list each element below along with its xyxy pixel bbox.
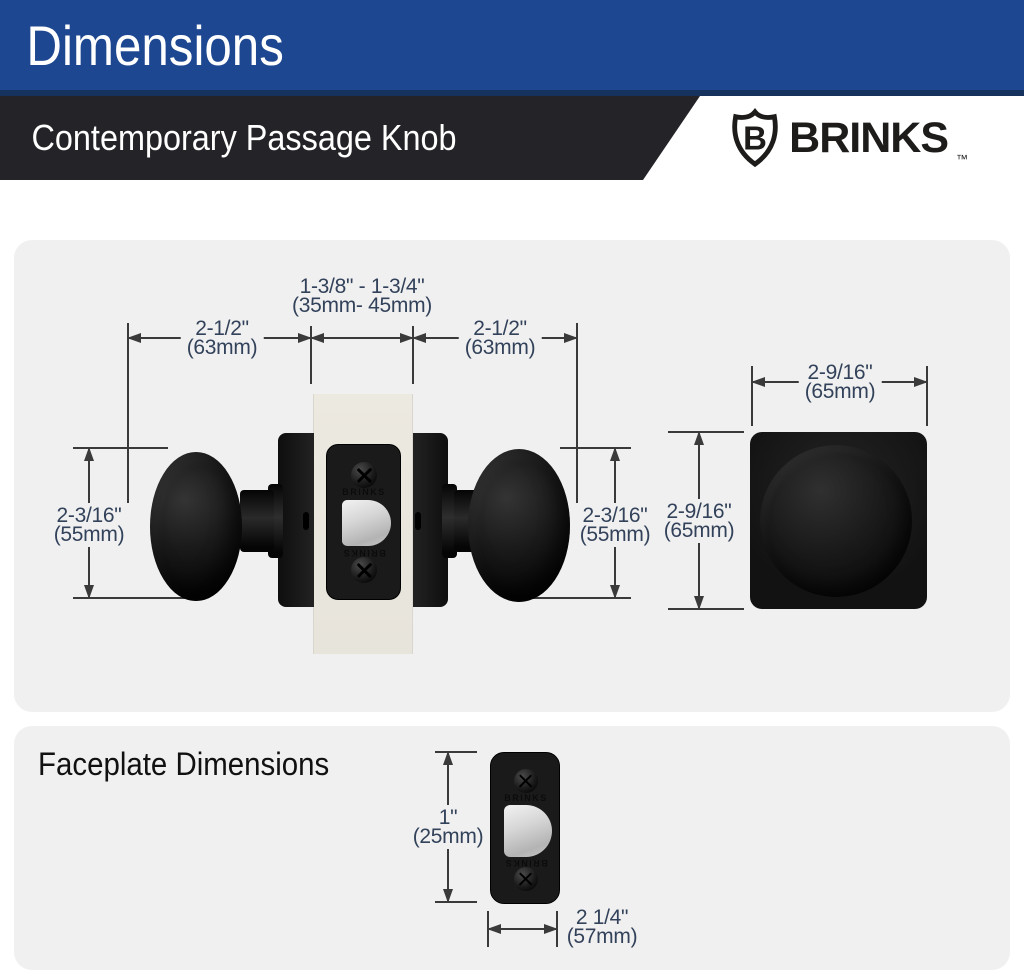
black-banner: Contemporary Passage Knob (0, 96, 700, 180)
blue-header-bar: Dimensions (0, 0, 1024, 96)
right-knob-flange (442, 484, 457, 558)
left-knob-neck (240, 490, 274, 552)
latch-bolt (504, 805, 552, 857)
left-knob (150, 452, 242, 601)
product-subtitle: Contemporary Passage Knob (31, 117, 457, 158)
dim-label-left-width: 2-1/2" (63mm) (180, 316, 264, 360)
trademark-symbol: ™ (956, 152, 968, 166)
main-dimension-panel: BRINKS BRINKS 1-3/8" - 1-3/4" (35mm- 45m… (14, 240, 1010, 712)
brinks-shield-icon: B (732, 108, 778, 168)
dim-label-faceplate-width: 2 1/4" (57mm) (566, 906, 638, 948)
dim-label-rose-height: 2-9/16" (65mm) (657, 499, 741, 543)
brinks-wordmark: BRINKS (789, 113, 949, 162)
brinks-logo: B BRINKS ™ (728, 96, 968, 180)
page-title: Dimensions (26, 13, 284, 77)
faceplate-graphic: BRINKS BRINKS (490, 752, 560, 904)
latch-faceplate: BRINKS BRINKS (326, 444, 401, 600)
dim-label-left-height: 2-3/16" (55mm) (47, 503, 131, 547)
latch-bolt (342, 500, 391, 546)
phillips-screw-top (351, 462, 377, 488)
dim-label-faceplate-height: 1" (25mm) (406, 805, 490, 849)
faceplate-panel-title: Faceplate Dimensions (38, 746, 330, 782)
emboss-brand-bottom: BRINKS (504, 858, 548, 868)
phillips-screw-bottom (514, 867, 538, 891)
right-knob (468, 449, 570, 602)
banner-row: Contemporary Passage Knob B BRINKS ™ (0, 96, 1024, 180)
dim-label-right-height: 2-3/16" (55mm) (573, 503, 657, 547)
left-rose-slot (303, 512, 309, 530)
knob-front-circle (760, 445, 912, 597)
emboss-brand-top: BRINKS (342, 487, 386, 497)
faceplate-dimension-panel: Faceplate Dimensions BRINKS BRINKS 1" (2… (14, 726, 1010, 970)
dim-label-backset: 1-3/8" - 1-3/4" (35mm- 45mm) (292, 275, 432, 317)
emboss-brand-bottom: BRINKS (342, 548, 386, 558)
dim-label-right-width: 2-1/2" (63mm) (458, 316, 542, 360)
emboss-brand-top: BRINKS (504, 793, 548, 803)
right-rose-slot (415, 512, 421, 530)
phillips-screw-bottom (351, 557, 377, 583)
shield-letter: B (743, 120, 767, 157)
phillips-screw-top (514, 769, 538, 793)
dim-label-rose-width: 2-9/16" (65mm) (798, 360, 882, 404)
